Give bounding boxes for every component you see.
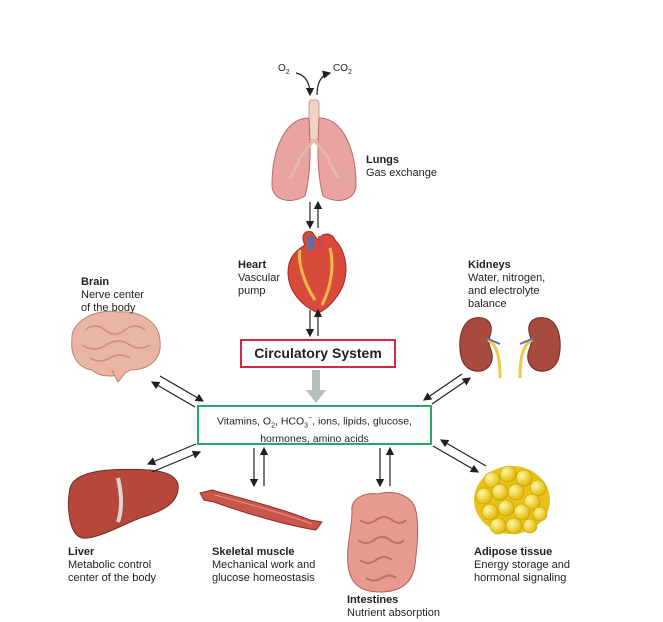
- heart-illustration: [287, 231, 347, 314]
- adipose-tissue-desc-line2: hormonal signaling: [474, 572, 567, 584]
- brain-desc-line1: Nerve center: [81, 289, 144, 301]
- hco3-superscript: −: [308, 415, 313, 422]
- skeletal-muscle-title: Skeletal muscle: [212, 546, 295, 558]
- kidneys-label: Kidneys Water, nitrogen, and electrolyte…: [468, 259, 545, 311]
- lungs-title: Lungs: [366, 154, 399, 166]
- lungs-illustration: [271, 99, 357, 201]
- liver-label: Liver Metabolic control center of the bo…: [68, 546, 156, 585]
- circulatory-system-box: Circulatory System: [240, 339, 396, 368]
- nutrients-line1: Vitamins, O2, HCO3−, ions, lipids, gluco…: [199, 412, 430, 433]
- liver-to-nutrients-arrow: [151, 450, 202, 473]
- circulatory-flow-arrow: [306, 370, 326, 403]
- hco3-subscript: 3: [304, 422, 309, 430]
- skeletal-muscle-label: Skeletal muscle Mechanical work and gluc…: [212, 546, 315, 585]
- kidneys-to-nutrients-arrow: [423, 373, 463, 401]
- o2-subscript: 2: [285, 69, 290, 76]
- heart-title: Heart: [238, 259, 267, 271]
- o2-inflow-arrow: [295, 72, 315, 97]
- kidneys-desc-line3: balance: [468, 298, 507, 310]
- intestines-title: Intestines: [347, 594, 399, 606]
- kidneys-desc-line2: and electrolyte: [468, 285, 540, 297]
- nutrients-to-kidneys-arrow: [431, 377, 471, 405]
- heart-label: Heart Vascular pump: [238, 259, 280, 298]
- brain-desc-line2: of the body: [81, 302, 136, 314]
- intestines-illustration: [347, 491, 419, 593]
- nutrients-to-liver-arrow: [146, 443, 197, 466]
- heart-desc-line2: pump: [238, 285, 266, 297]
- kidneys-illustration: [459, 317, 561, 379]
- o2-text: O: [278, 63, 286, 74]
- brain-to-nutrients-arrow: [159, 375, 205, 402]
- kidneys-desc-line1: Water, nitrogen,: [468, 272, 546, 284]
- skeletal-muscle-desc-line1: Mechanical work and: [212, 559, 316, 571]
- nutrients-line2: hormones, amino acids: [260, 432, 369, 445]
- brain-label: Brain Nerve center of the body: [81, 276, 144, 315]
- co2-label: CO2: [333, 63, 352, 76]
- co2-outflow-arrow: [316, 70, 332, 96]
- nutrients-box: Vitamins, O2, HCO3−, ions, lipids, gluco…: [197, 405, 432, 445]
- nutrients-to-brain-arrow: [150, 381, 196, 408]
- adipose-tissue-title: Adipose tissue: [474, 546, 553, 558]
- brain-illustration: [71, 310, 161, 383]
- circulatory-system-label: Circulatory System: [254, 345, 382, 361]
- nutrients-text-c: , ions, lipids, glucose,: [312, 415, 412, 428]
- liver-desc-line2: center of the body: [68, 572, 157, 584]
- adipose-tissue-desc-line1: Energy storage and: [474, 559, 571, 571]
- adipose-tissue-illustration: [474, 465, 550, 535]
- intestines-desc-line1: Nutrient absorption: [347, 607, 440, 619]
- adipose-tissue-label: Adipose tissue Energy storage and hormon…: [474, 546, 570, 585]
- liver-illustration: [68, 468, 179, 539]
- lungs-desc-line1: Gas exchange: [366, 167, 437, 179]
- nutrients-to-adipose-arrow: [432, 445, 480, 473]
- lungs-label: Lungs Gas exchange: [366, 154, 437, 180]
- adipose-to-nutrients-arrow: [439, 439, 487, 467]
- skeletal-muscle-desc-line2: glucose homeostasis: [212, 572, 315, 584]
- nutrients-text-b: , HCO: [275, 415, 305, 428]
- o2-label: O2: [278, 63, 290, 76]
- brain-title: Brain: [81, 276, 110, 288]
- co2-subscript: 2: [348, 69, 352, 76]
- o2-nutrient-subscript: 2: [271, 422, 275, 430]
- liver-desc-line1: Metabolic control: [68, 559, 152, 571]
- liver-title: Liver: [68, 546, 95, 558]
- co2-text: CO: [333, 63, 348, 74]
- skeletal-muscle-illustration: [199, 489, 323, 531]
- nutrients-text-a: Vitamins, O: [217, 415, 272, 428]
- intestines-label: Intestines Nutrient absorption: [347, 594, 440, 620]
- heart-desc-line1: Vascular: [238, 272, 280, 284]
- kidneys-title: Kidneys: [468, 259, 511, 271]
